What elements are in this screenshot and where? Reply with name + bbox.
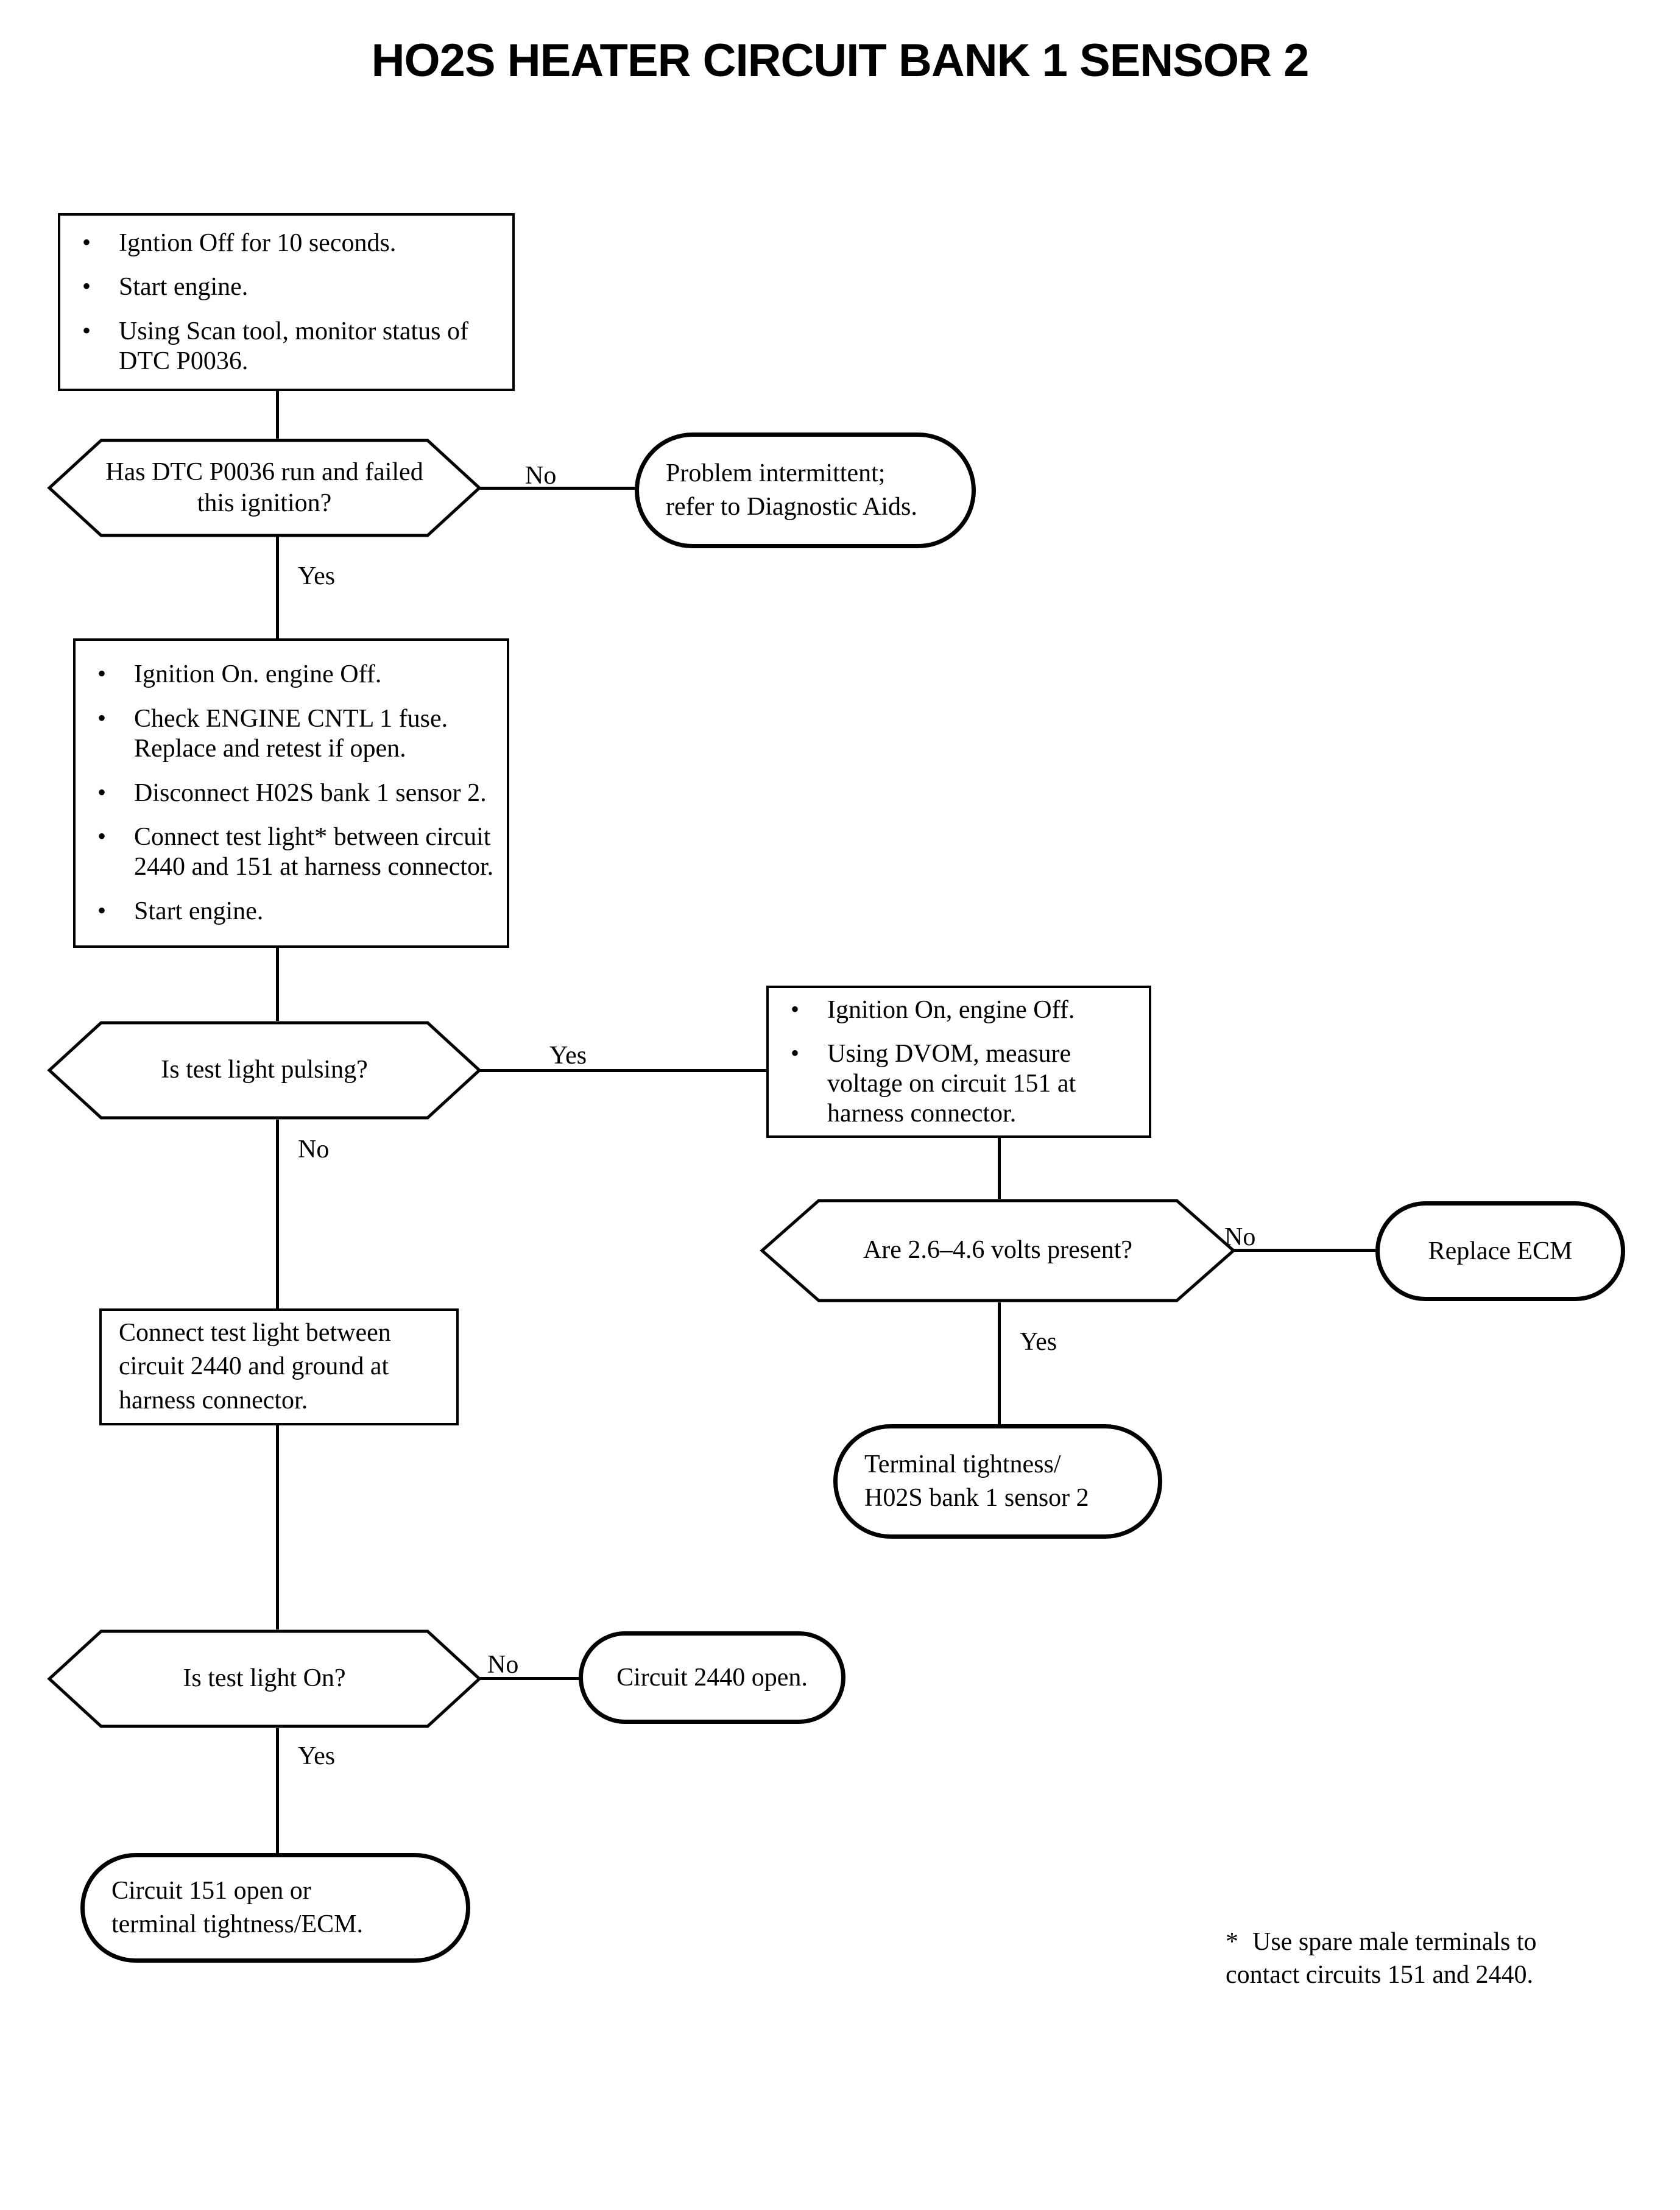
list-item-label: Connect test light* between circuit 2440… <box>134 823 494 881</box>
list-item-label: Start engine. <box>134 897 264 925</box>
edge-label-no-decision1: No <box>525 462 557 490</box>
edge-label-no-decision4: No <box>487 1651 519 1679</box>
decision-is-test-light-on: Is test light On? <box>47 1629 482 1728</box>
bullet-icon: • <box>97 896 107 924</box>
footnote-body: Use spare male terminals to contact circ… <box>1226 1926 1591 1992</box>
step3-bullet-list: • Ignition On, engine Off. • Using DVOM,… <box>769 995 1149 1129</box>
connector-decision3-yes <box>998 1302 1001 1424</box>
bullet-icon: • <box>97 822 107 850</box>
connector-step2-to-decision2 <box>276 948 279 1021</box>
connector-step1-to-decision1 <box>276 391 279 439</box>
process-box-step4: Connect test light between circuit 2440 … <box>99 1308 459 1425</box>
process-box-step1: • Igntion Off for 10 seconds. • Start en… <box>58 213 515 391</box>
edge-label-yes-decision4: Yes <box>298 1742 336 1770</box>
terminal-label: Circuit 151 open or terminal tightness/E… <box>85 1874 390 1941</box>
process-box-step3: • Ignition On, engine Off. • Using DVOM,… <box>766 986 1151 1138</box>
terminal-tightness-h02s: Terminal tightness/ H02S bank 1 sensor 2 <box>833 1424 1162 1539</box>
list-item: • Ignition On, engine Off. <box>769 995 1149 1025</box>
list-item-label: Ignition On, engine Off. <box>827 995 1075 1024</box>
bullet-icon: • <box>82 228 91 256</box>
list-item-label: Start engine. <box>119 273 249 302</box>
decision-label: Has DTC P0036 run and failed this igniti… <box>105 457 423 517</box>
list-item: • Connect test light* between circuit 24… <box>76 822 507 881</box>
bullet-icon: • <box>97 704 107 732</box>
hexagon-shape <box>47 439 482 537</box>
terminal-problem-intermittent: Problem intermittent; refer to Diagnosti… <box>635 432 976 548</box>
hexagon-shape <box>47 1021 482 1120</box>
terminal-line-2: terminal tightness/ECM. <box>111 1910 363 1938</box>
hexagon-shape <box>47 1629 482 1728</box>
process-label: Connect test light between circuit 2440 … <box>119 1318 391 1414</box>
connector-decision3-no <box>1233 1249 1379 1252</box>
edge-label-yes-decision2: Yes <box>549 1042 587 1070</box>
list-item-label: Ignition On. engine Off. <box>134 660 382 689</box>
hexagon-shape <box>760 1199 1236 1302</box>
list-item: • Start engine. <box>76 897 507 927</box>
footnote-line-1: Use spare male terminals to <box>1252 1928 1537 1956</box>
bullet-icon: • <box>82 272 91 300</box>
list-item-label: Check ENGINE CNTL 1 fuse. Replace and re… <box>134 705 448 763</box>
terminal-label: Replace ECM <box>1428 1237 1573 1265</box>
edge-label-no-decision3: No <box>1224 1223 1256 1251</box>
edge-label-no-decision2: No <box>298 1135 330 1163</box>
list-item-label: Igntion Off for 10 seconds. <box>119 228 397 257</box>
terminal-line-1: Circuit 151 open or <box>111 1877 311 1905</box>
bullet-icon: • <box>791 1039 800 1067</box>
connector-step4-to-decision4 <box>276 1425 279 1629</box>
decision-label: Is test light On? <box>183 1664 346 1693</box>
decision-is-test-light-pulsing: Is test light pulsing? <box>47 1021 482 1120</box>
connector-step3-to-decision3 <box>998 1138 1001 1199</box>
list-item-label: Disconnect H02S bank 1 sensor 2. <box>134 778 487 807</box>
terminal-line-1: Problem intermittent; <box>666 459 886 488</box>
terminal-circuit-2440-open: Circuit 2440 open. <box>579 1631 845 1724</box>
connector-decision4-yes <box>276 1728 279 1853</box>
list-item: • Start engine. <box>60 272 512 302</box>
connector-decision1-yes <box>276 536 279 638</box>
decision-label: Are 2.6–4.6 volts present? <box>863 1236 1133 1265</box>
terminal-circuit-151-open: Circuit 151 open or terminal tightness/E… <box>80 1853 470 1963</box>
list-item: • Using DVOM, measure voltage on circuit… <box>769 1039 1149 1128</box>
step1-bullet-list: • Igntion Off for 10 seconds. • Start en… <box>60 228 512 376</box>
list-item-label: Using DVOM, measure voltage on circuit 1… <box>827 1040 1076 1128</box>
connector-decision4-no <box>479 1677 582 1680</box>
decision-has-dtc-run: Has DTC P0036 run and failed this igniti… <box>47 439 482 537</box>
footnote-line-2: contact circuits 151 and 2440. <box>1226 1960 1534 1989</box>
terminal-replace-ecm: Replace ECM <box>1375 1201 1625 1301</box>
decision-label: Is test light pulsing? <box>161 1056 368 1084</box>
list-item-label: Using Scan tool, monitor status of DTC P… <box>119 317 468 375</box>
edge-label-yes-decision1: Yes <box>298 562 336 590</box>
footnote-marker: * <box>1226 1928 1238 1956</box>
connector-decision2-no <box>276 1120 279 1308</box>
step2-bullet-list: • Ignition On. engine Off. • Check ENGIN… <box>76 660 507 926</box>
list-item: • Ignition On. engine Off. <box>76 660 507 690</box>
terminal-line-2: H02S bank 1 sensor 2 <box>864 1484 1089 1512</box>
terminal-line-2: refer to Diagnostic Aids. <box>666 493 917 521</box>
bullet-icon: • <box>791 995 800 1023</box>
terminal-label: Terminal tightness/ H02S bank 1 sensor 2 <box>838 1448 1116 1514</box>
bullet-icon: • <box>82 317 91 344</box>
page-title: HO2S HEATER CIRCUIT BANK 1 SENSOR 2 <box>371 35 1310 86</box>
bullet-icon: • <box>97 660 107 688</box>
bullet-icon: • <box>97 778 107 806</box>
list-item: • Disconnect H02S bank 1 sensor 2. <box>76 778 507 808</box>
list-item: • Using Scan tool, monitor status of DTC… <box>60 317 512 376</box>
list-item: • Check ENGINE CNTL 1 fuse. Replace and … <box>76 704 507 763</box>
terminal-line-1: Terminal tightness/ <box>864 1450 1061 1479</box>
list-item: • Igntion Off for 10 seconds. <box>60 228 512 258</box>
edge-label-yes-decision3: Yes <box>1020 1328 1057 1356</box>
process-box-step2: • Ignition On. engine Off. • Check ENGIN… <box>73 638 509 948</box>
connector-decision1-no <box>479 487 637 490</box>
terminal-label: Problem intermittent; refer to Diagnosti… <box>639 457 944 523</box>
footnote: * Use spare male terminals to contact ci… <box>1226 1926 1591 1992</box>
decision-are-volts-present: Are 2.6–4.6 volts present? <box>760 1199 1236 1302</box>
connector-decision2-yes <box>479 1069 769 1072</box>
terminal-label: Circuit 2440 open. <box>616 1663 808 1692</box>
